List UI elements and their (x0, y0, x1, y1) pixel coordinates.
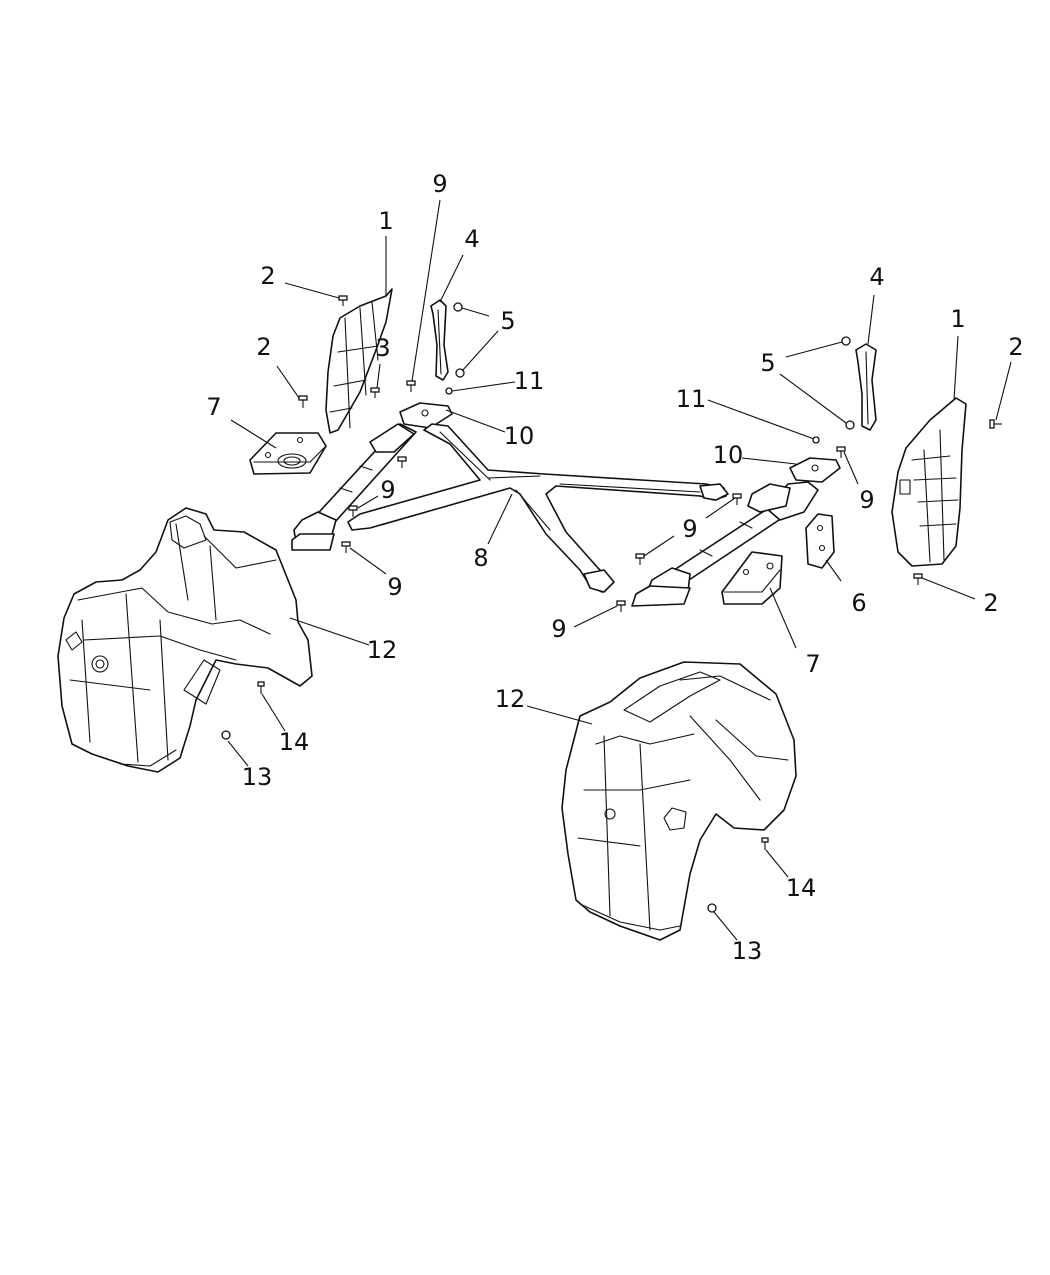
bolt-icon (338, 295, 348, 306)
leader-lines (227, 199, 1012, 941)
callout-9-bottom: 9 (551, 615, 566, 643)
bolt-icon (913, 573, 923, 585)
bolt-icon (616, 600, 626, 612)
callout-labels: 1 1 2 2 2 2 3 4 4 5 5 6 7 7 8 9 9 9 9 9 … (206, 170, 1023, 965)
part-4-right-handle (855, 343, 877, 431)
callout-2-lower-right: 2 (983, 589, 998, 617)
callout-4-right: 4 (869, 263, 884, 291)
screw-icon (221, 730, 231, 740)
screw-icon (761, 837, 769, 850)
callout-6: 6 (851, 589, 866, 617)
bolt-icon (989, 419, 1002, 429)
callout-11-left: 11 (514, 367, 545, 395)
callout-9-mid-left: 9 (380, 476, 395, 504)
callout-10-right: 10 (713, 441, 744, 469)
part-4-left-handle (430, 299, 449, 381)
callout-14-right: 14 (786, 874, 817, 902)
callout-5-left: 5 (500, 307, 515, 335)
screw-icon (257, 681, 265, 694)
bolt-icon (732, 493, 742, 505)
fasteners (221, 295, 1002, 913)
part-1-left-shield (325, 288, 393, 434)
part-6-bracket (805, 513, 835, 569)
screw-icon (707, 903, 717, 913)
part-10-left-mount (399, 402, 453, 429)
callout-5-right: 5 (760, 349, 775, 377)
callout-1-left: 1 (378, 207, 393, 235)
bolt-icon (341, 541, 351, 553)
callout-12-left: 12 (367, 636, 398, 664)
left-strut-rod (291, 423, 417, 551)
callout-2-lower-left: 2 (256, 333, 271, 361)
part-1-right-shield (891, 397, 967, 567)
part-10-right-mount (747, 457, 841, 513)
bolt-icon (635, 553, 645, 565)
callout-9-center: 9 (682, 515, 697, 543)
callout-3: 3 (375, 334, 390, 362)
callout-11-right: 11 (676, 385, 707, 413)
callout-14-left: 14 (279, 728, 310, 756)
part-12-left-liner (57, 507, 313, 773)
nut-icon (841, 336, 851, 346)
bolt-icon (406, 380, 416, 392)
right-strut-rod (631, 481, 819, 607)
callout-10-left: 10 (504, 422, 535, 450)
bolt-icon (298, 395, 308, 408)
callout-2-upper-right: 2 (1008, 333, 1023, 361)
part-12-right-liner (561, 661, 797, 941)
callout-7-right: 7 (805, 650, 820, 678)
callout-13-left: 13 (242, 763, 273, 791)
callout-8: 8 (473, 544, 488, 572)
nut-icon (845, 420, 855, 430)
bolt-icon (836, 446, 846, 458)
callout-2-upper-left: 2 (260, 262, 275, 290)
callout-4-left: 4 (464, 225, 479, 253)
nut-icon (445, 387, 453, 395)
callout-9-lower-left: 9 (387, 573, 402, 601)
part-8-y-brace (347, 423, 729, 593)
callout-1-right: 1 (950, 305, 965, 333)
callout-12-right: 12 (495, 685, 526, 713)
part-7-right-bracket (721, 551, 783, 605)
callout-9-top: 9 (432, 170, 447, 198)
callout-13-right: 13 (732, 937, 763, 965)
nut-icon (453, 302, 463, 312)
callout-9-right: 9 (859, 486, 874, 514)
nut-icon (812, 436, 820, 444)
bolt-icon (397, 456, 407, 468)
bolt-icon (348, 505, 358, 517)
bolt-icon (370, 387, 380, 398)
callout-7-left: 7 (206, 393, 221, 421)
